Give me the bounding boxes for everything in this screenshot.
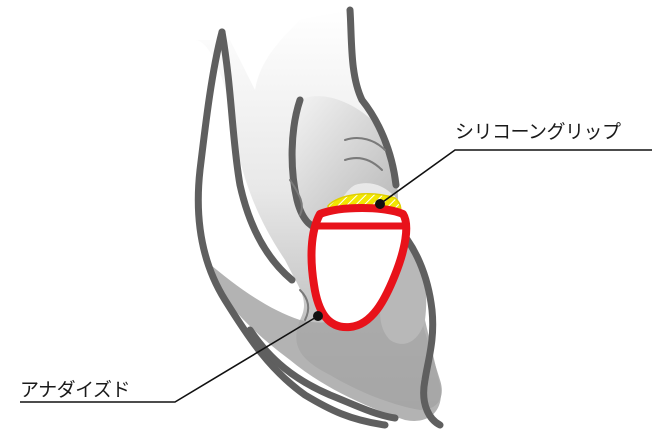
leader-grip — [375, 150, 652, 209]
leader-anodized-dot — [313, 311, 323, 321]
silicone-grip-label: シリコーングリップ — [455, 117, 621, 144]
leader-grip-dot — [375, 199, 385, 209]
anodized-label: アナダイズド — [20, 375, 130, 402]
